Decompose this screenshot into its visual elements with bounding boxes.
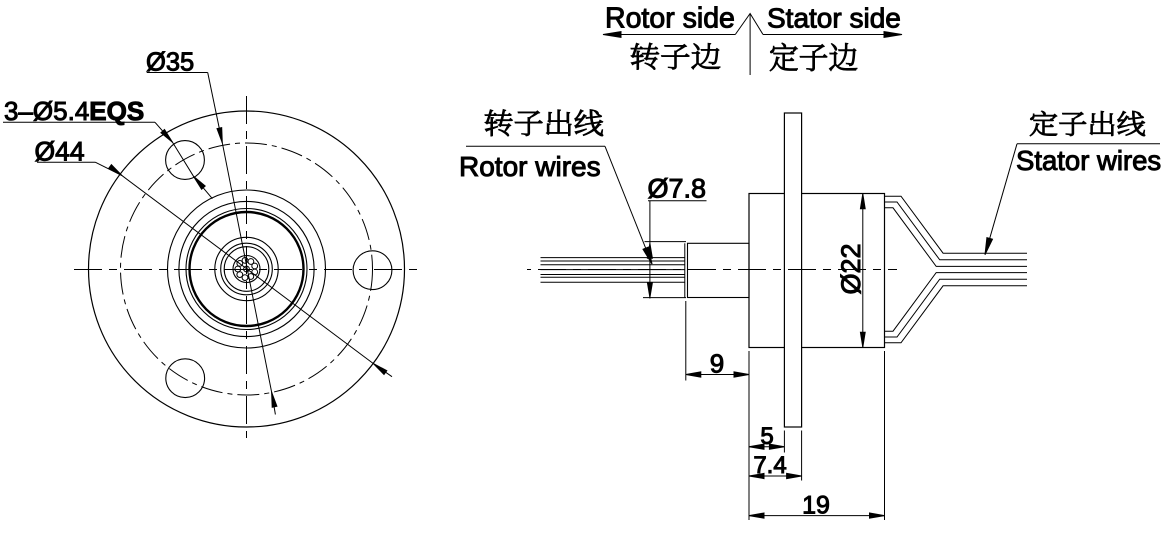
svg-text:Ø44: Ø44 [35, 137, 85, 167]
svg-text:Stator side: Stator side [767, 3, 901, 34]
svg-text:9: 9 [710, 349, 724, 379]
svg-text:Rotor wires: Rotor wires [459, 151, 601, 182]
svg-text:3–Ø5.4EQS: 3–Ø5.4EQS [4, 96, 144, 126]
svg-text:Stator wires: Stator wires [1016, 145, 1161, 176]
svg-text:19: 19 [802, 492, 830, 520]
svg-text:5: 5 [760, 423, 773, 450]
svg-text:7.4: 7.4 [753, 452, 786, 479]
svg-text:Rotor side: Rotor side [605, 3, 735, 35]
svg-text:Ø22: Ø22 [836, 243, 866, 294]
svg-text:Ø7.8: Ø7.8 [648, 174, 707, 204]
